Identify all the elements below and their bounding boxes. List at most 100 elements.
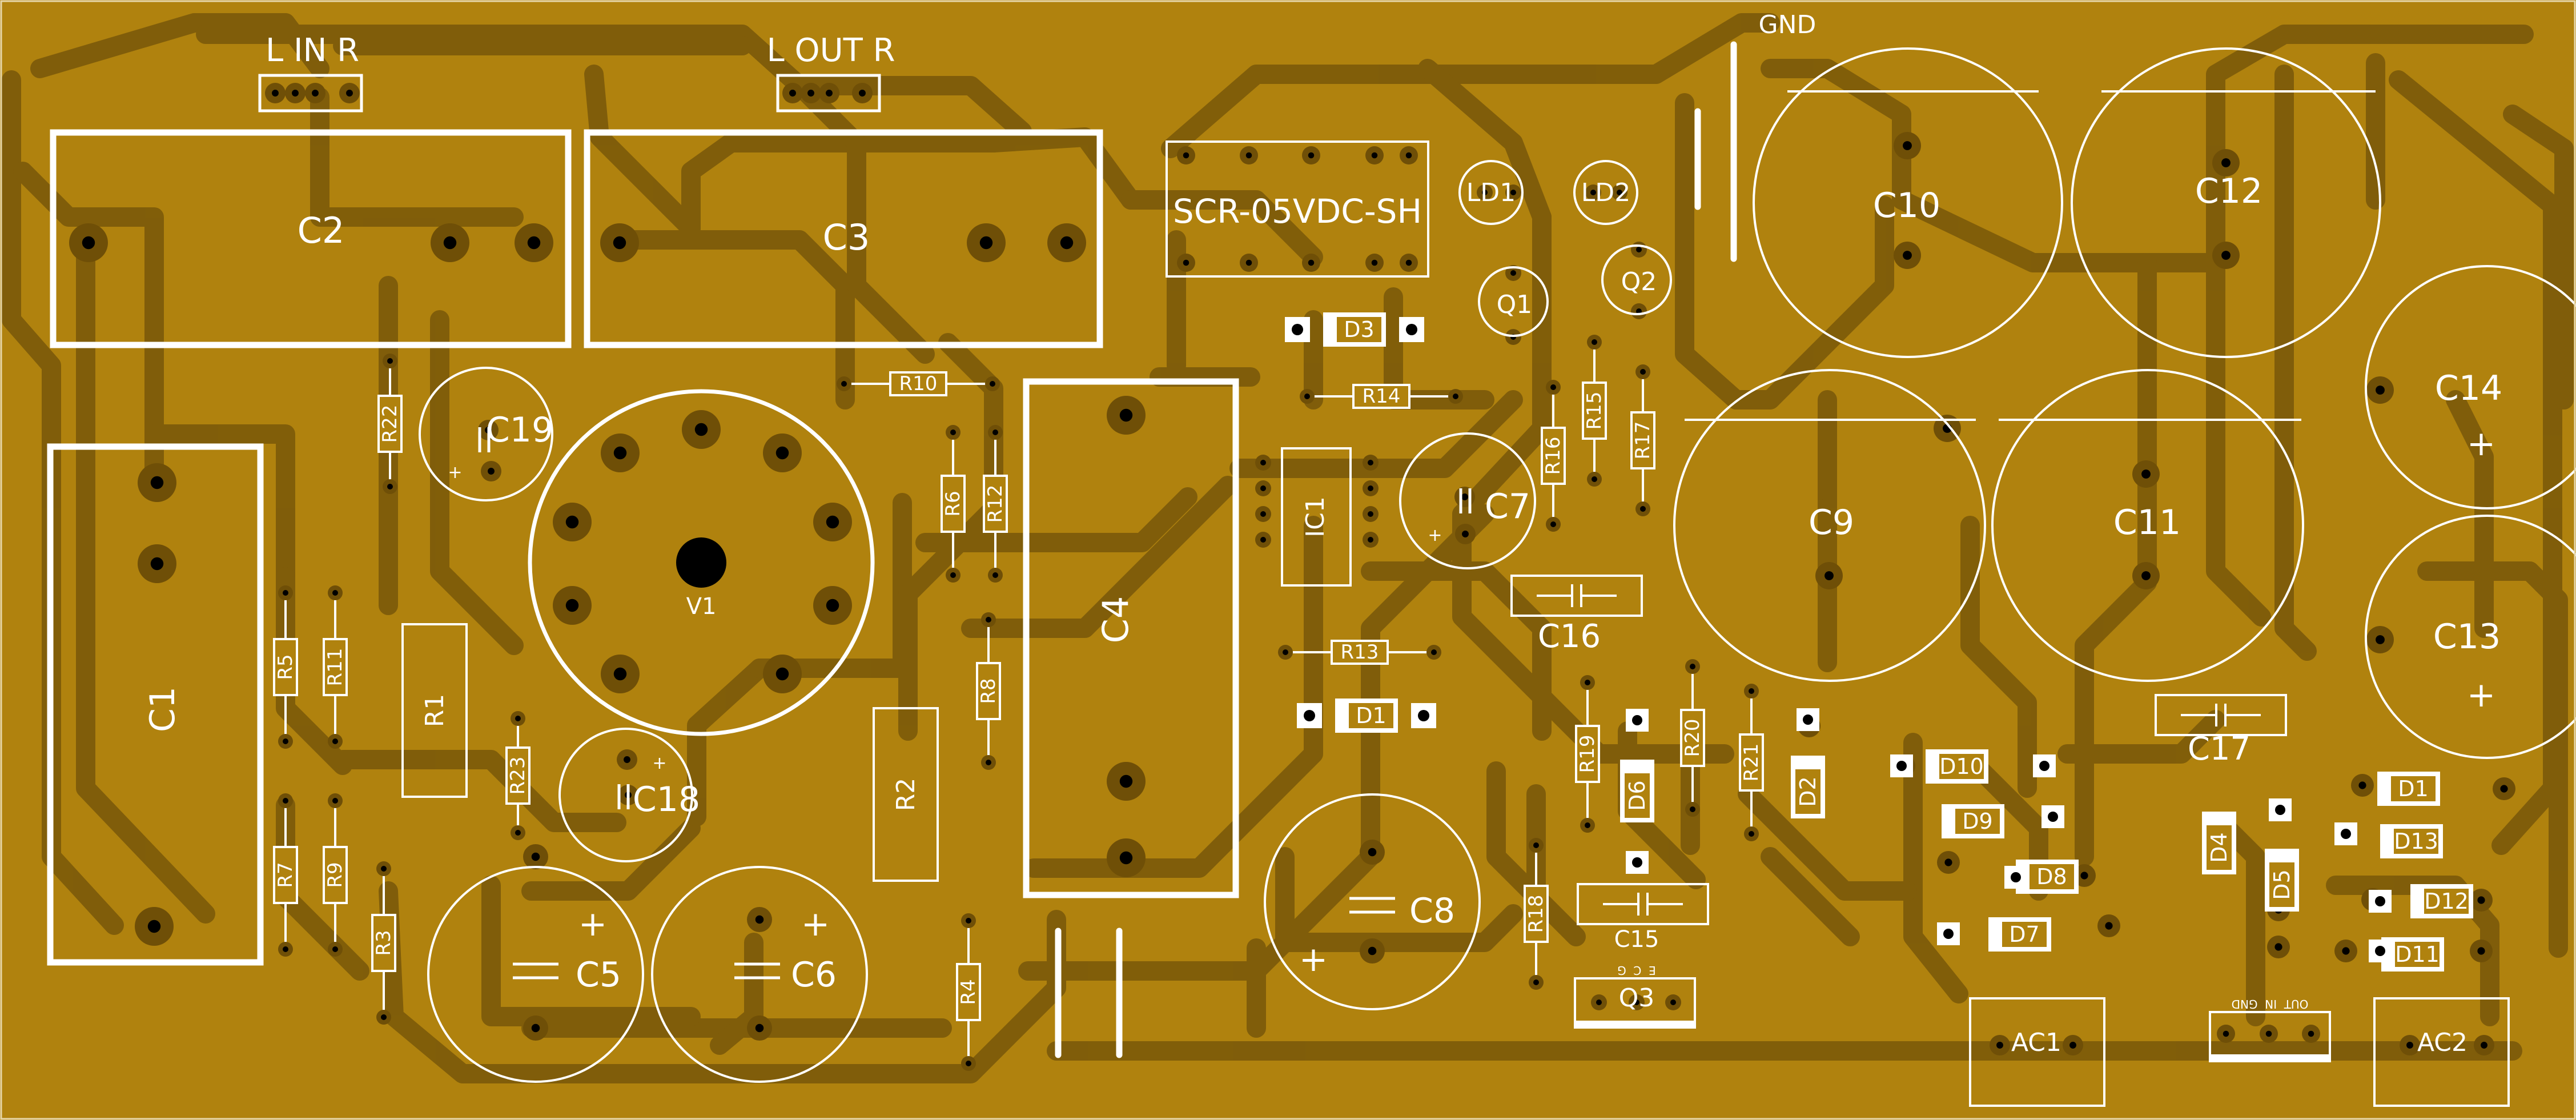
film-cap-labels: C16 C15 C17 — [1538, 618, 2251, 953]
diode-d2-label: D2 — [1795, 776, 1821, 806]
pad — [1363, 506, 1379, 522]
capacitor-symbol — [478, 427, 491, 452]
capacitor-c13-label: C13 — [2433, 617, 2501, 657]
resistor-r13: R13 — [1278, 640, 1441, 665]
square-pad — [1626, 709, 1649, 732]
pad — [1107, 396, 1146, 435]
resistor-r3-label: R3 — [372, 930, 395, 956]
ld2-label: LD2 — [1581, 178, 1630, 207]
film-capacitors — [1510, 575, 2287, 925]
pad — [1177, 146, 1195, 164]
resistor-r4-label: R4 — [957, 979, 980, 1005]
pad — [747, 907, 772, 932]
semi-outline-bars — [1575, 1021, 2330, 1062]
pad — [1255, 532, 1271, 548]
pad — [763, 655, 802, 693]
capacitor-c5-label: C5 — [576, 955, 621, 995]
pad — [1665, 994, 1681, 1010]
square-pad — [2041, 805, 2064, 828]
pad — [305, 83, 325, 103]
pad — [2334, 940, 2357, 962]
pad — [1363, 455, 1379, 471]
resistor-r14: R14 — [1300, 384, 1463, 409]
pad — [1505, 184, 1521, 200]
pad — [1454, 487, 1475, 507]
pad — [2470, 940, 2493, 962]
polarity-marks: + + + + + + + + — [448, 424, 2495, 980]
capacitor-symbol — [1349, 897, 1395, 914]
pad — [2267, 936, 2290, 958]
pad — [601, 433, 640, 472]
pad — [1455, 524, 1476, 544]
resistor-r16: R16 — [1541, 380, 1566, 532]
pad — [813, 503, 852, 541]
diode-d9-label: D9 — [1962, 809, 1992, 834]
diode-d9: D9 — [1942, 804, 2004, 838]
pad — [2400, 1035, 2420, 1055]
q2-label: Q2 — [1621, 267, 1657, 296]
resistor-r5-label: R5 — [274, 654, 297, 680]
relay: SCR-05VDC-SH — [1166, 140, 1429, 278]
pad — [763, 433, 802, 472]
pad — [1937, 851, 1960, 874]
pad — [1363, 480, 1379, 496]
diode-d5-label: D5 — [2269, 869, 2294, 900]
gnd-label: GND — [1759, 10, 1817, 39]
capacitor-c1-label: C1 — [143, 687, 183, 732]
pad — [967, 223, 1006, 262]
relay-label: SCR-05VDC-SH — [1173, 192, 1422, 231]
ic1-label: IC1 — [1301, 496, 1330, 537]
resistor-r23-label: R23 — [507, 757, 529, 795]
diode-d11-label: D11 — [2395, 942, 2440, 967]
pad — [1365, 146, 1384, 164]
film-cap-symbol — [2181, 704, 2261, 726]
capacitor-c18-label: C18 — [633, 780, 700, 820]
resistor-r6: R6 — [941, 425, 966, 583]
pad — [2217, 1025, 2235, 1043]
plus-c7: + — [1428, 525, 1442, 545]
diode-d8-label: D8 — [2036, 864, 2067, 889]
q3-pinout: E C G — [1617, 964, 1656, 977]
resistor-r22: R22 — [377, 354, 403, 494]
diode-d1a-label: D1 — [1356, 703, 1386, 728]
ld1-label: LD1 — [1466, 178, 1516, 207]
pad — [265, 83, 286, 103]
resistor-r3: R3 — [371, 861, 396, 1025]
diode-d12-label: D12 — [2424, 889, 2469, 914]
resistor-r15-label: R15 — [1583, 392, 1606, 430]
diode-d12: D12 — [2410, 884, 2473, 918]
pad — [600, 223, 639, 262]
plus-c5: + — [578, 904, 607, 944]
pad — [1631, 303, 1647, 319]
resistor-r22-label: R22 — [379, 405, 401, 443]
capacitor-c1: C1 — [47, 443, 264, 966]
pad — [2097, 914, 2120, 937]
pad — [553, 503, 592, 541]
capacitor-c12-label: C12 — [2195, 171, 2262, 211]
resistor-r19: R19 — [1575, 675, 1600, 833]
diode-d5: D5 — [2265, 849, 2299, 912]
square-pad — [2369, 890, 2392, 913]
output-connector: L OUT R — [767, 32, 895, 113]
resistor-r12: R12 — [983, 425, 1008, 583]
diode-d6: D6 — [1620, 760, 1654, 822]
pad — [852, 83, 873, 103]
pad — [1585, 184, 1601, 200]
square-pad — [1890, 754, 1913, 777]
pad — [1990, 1035, 2010, 1055]
pad — [1631, 242, 1647, 258]
resistor-r10: R10 — [837, 371, 1000, 396]
input-connector: L IN R — [258, 32, 363, 113]
resistor-r11: R11 — [323, 585, 348, 749]
pad — [138, 544, 176, 583]
pad — [523, 844, 548, 869]
diode-d7: D7 — [1988, 917, 2051, 952]
capacitor-c10-label: C10 — [1873, 186, 1940, 226]
capacitor-c3-label: C3 — [823, 216, 870, 258]
pad — [801, 83, 821, 103]
diode-d10: D10 — [1926, 749, 1988, 784]
resistor-r2-label: R2 — [891, 778, 921, 812]
pad — [1629, 994, 1645, 1010]
